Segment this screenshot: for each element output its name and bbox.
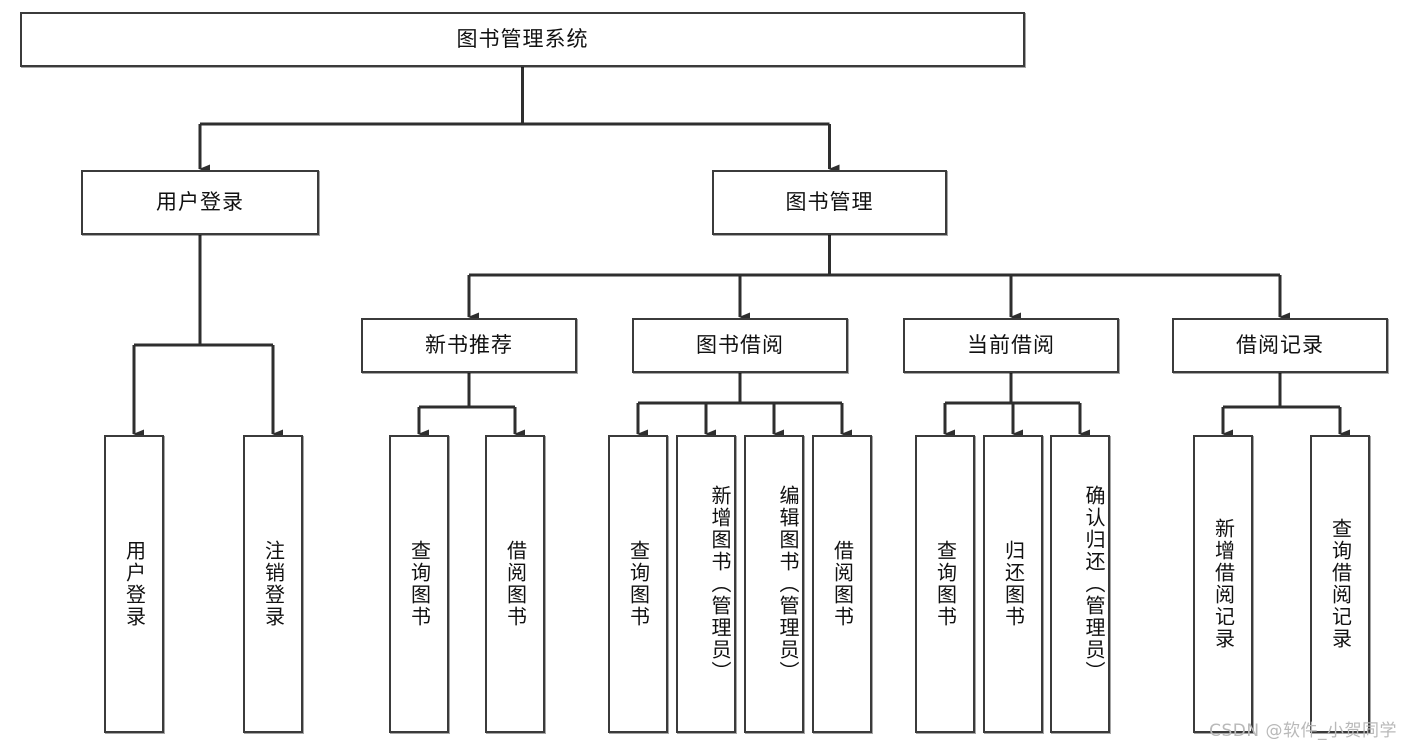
node-leaf-edit-book[interactable]: 编辑图书（管理员） <box>744 435 804 733</box>
node-leaf-borrow-book-1[interactable]: 借阅图书 <box>485 435 545 733</box>
node-label-book-manage: 图书管理 <box>785 189 874 214</box>
node-leaf-query-book-1[interactable]: 查询图书 <box>389 435 449 733</box>
node-label-leaf-add-book: 新增图书（管理员） <box>708 485 732 683</box>
csdn-watermark: CSDN @软件_小贺同学 <box>1209 721 1397 741</box>
node-label-leaf-query-book-1: 查询图书 <box>407 540 432 628</box>
node-label-leaf-return-book: 归还图书 <box>1001 540 1026 628</box>
node-label-leaf-borrow-book-1: 借阅图书 <box>503 540 528 628</box>
node-label-root: 图书管理系统 <box>456 26 589 51</box>
node-leaf-confirm-return[interactable]: 确认归还（管理员） <box>1050 435 1110 733</box>
node-label-leaf-confirm-return: 确认归还（管理员） <box>1082 485 1106 683</box>
node-label-new-book-rec: 新书推荐 <box>425 332 513 357</box>
node-leaf-user-login[interactable]: 用户登录 <box>104 435 164 733</box>
node-label-leaf-query-book-2: 查询图书 <box>626 540 651 628</box>
node-leaf-query-book-3[interactable]: 查询图书 <box>915 435 975 733</box>
node-leaf-query-book-2[interactable]: 查询图书 <box>608 435 668 733</box>
node-user-login[interactable]: 用户登录 <box>81 170 319 235</box>
node-book-manage[interactable]: 图书管理 <box>712 170 947 235</box>
node-leaf-return-book[interactable]: 归还图书 <box>983 435 1043 733</box>
node-label-borrow-record: 借阅记录 <box>1236 332 1324 357</box>
node-root[interactable]: 图书管理系统 <box>20 12 1025 67</box>
node-label-leaf-query-book-3: 查询图书 <box>933 540 958 628</box>
node-label-leaf-edit-book: 编辑图书（管理员） <box>776 485 800 683</box>
node-new-book-rec[interactable]: 新书推荐 <box>361 318 577 373</box>
node-label-current-borrow: 当前借阅 <box>967 332 1055 357</box>
node-leaf-add-book[interactable]: 新增图书（管理员） <box>676 435 736 733</box>
node-leaf-borrow-book-2[interactable]: 借阅图书 <box>812 435 872 733</box>
node-leaf-query-record[interactable]: 查询借阅记录 <box>1310 435 1370 733</box>
node-label-leaf-user-login: 用户登录 <box>122 540 147 628</box>
node-label-leaf-add-record: 新增借阅记录 <box>1211 518 1236 650</box>
node-label-book-borrow: 图书借阅 <box>696 332 784 357</box>
node-borrow-record[interactable]: 借阅记录 <box>1172 318 1388 373</box>
node-book-borrow[interactable]: 图书借阅 <box>632 318 848 373</box>
node-label-leaf-borrow-book-2: 借阅图书 <box>830 540 855 628</box>
node-label-user-login: 用户登录 <box>156 189 244 214</box>
node-label-leaf-user-logout: 注销登录 <box>261 540 286 628</box>
node-leaf-user-logout[interactable]: 注销登录 <box>243 435 303 733</box>
node-current-borrow[interactable]: 当前借阅 <box>903 318 1119 373</box>
node-label-leaf-query-record: 查询借阅记录 <box>1328 518 1353 650</box>
node-leaf-add-record[interactable]: 新增借阅记录 <box>1193 435 1253 733</box>
